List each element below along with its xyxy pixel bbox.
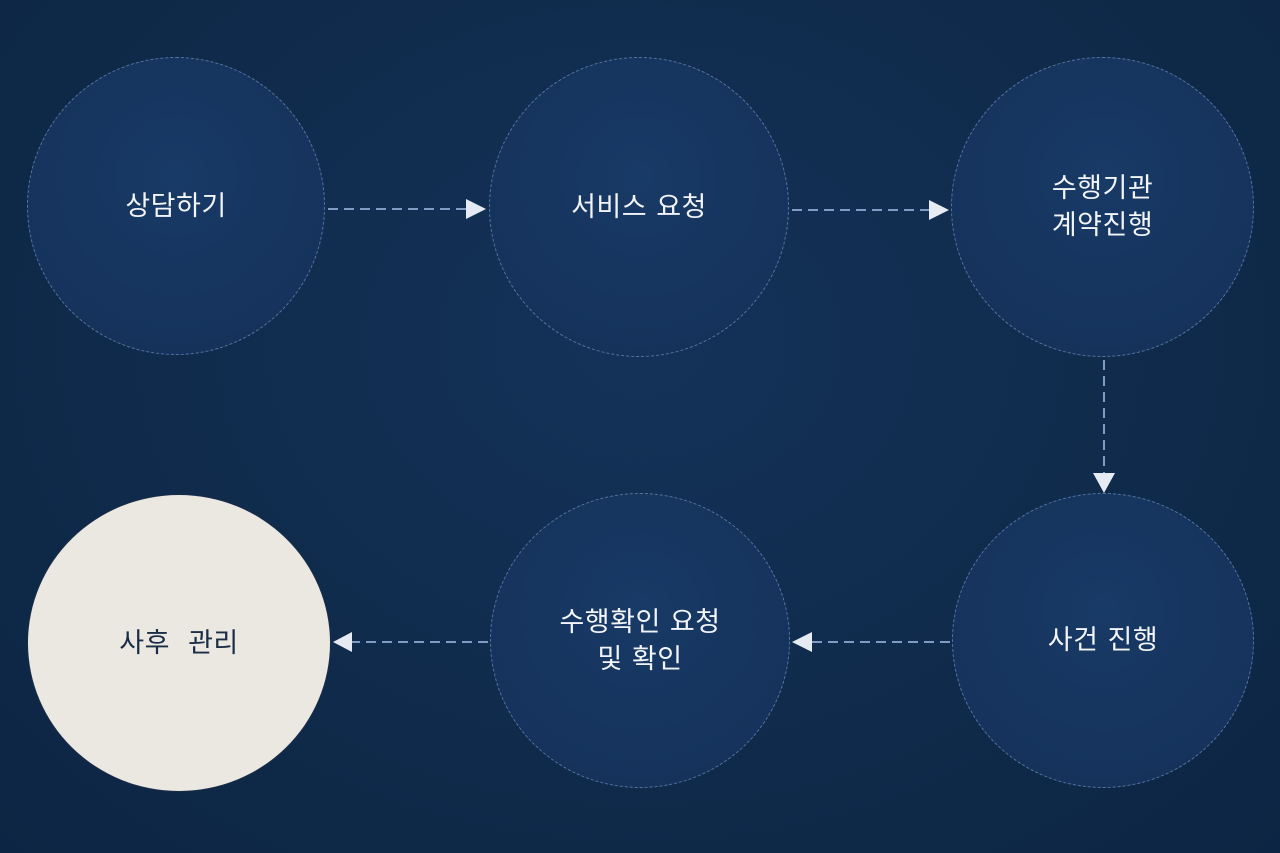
step-service-request: 서비스 요청 (489, 57, 789, 357)
step-confirmation: 수행확인 요청 및 확인 (490, 493, 790, 788)
step-label: 상담하기 (125, 190, 227, 222)
step-consultation: 상담하기 (27, 57, 325, 355)
step-contract: 수행기관 계약진행 (951, 57, 1254, 357)
step-aftercare: 사후 관리 (27, 494, 331, 792)
step-label-line-1: 수행확인 요청 (559, 606, 721, 638)
step-label-line-2: 계약진행 (1051, 210, 1154, 241)
step-label: 사후 관리 (119, 627, 239, 659)
arrowhead-2-3 (929, 200, 949, 220)
arrowhead-4-5 (792, 632, 812, 652)
arrowhead-3-4 (1093, 473, 1115, 493)
step-label-line-2: 및 확인 (597, 643, 683, 675)
step-case-progress: 사건 진행 (952, 493, 1254, 788)
arrowhead-1-2 (466, 199, 486, 219)
step-label: 서비스 요청 (571, 191, 707, 223)
step-label-line-1: 수행기관 (1051, 173, 1154, 204)
arrowhead-5-6 (333, 632, 352, 652)
step-label: 사건 진행 (1047, 625, 1159, 656)
